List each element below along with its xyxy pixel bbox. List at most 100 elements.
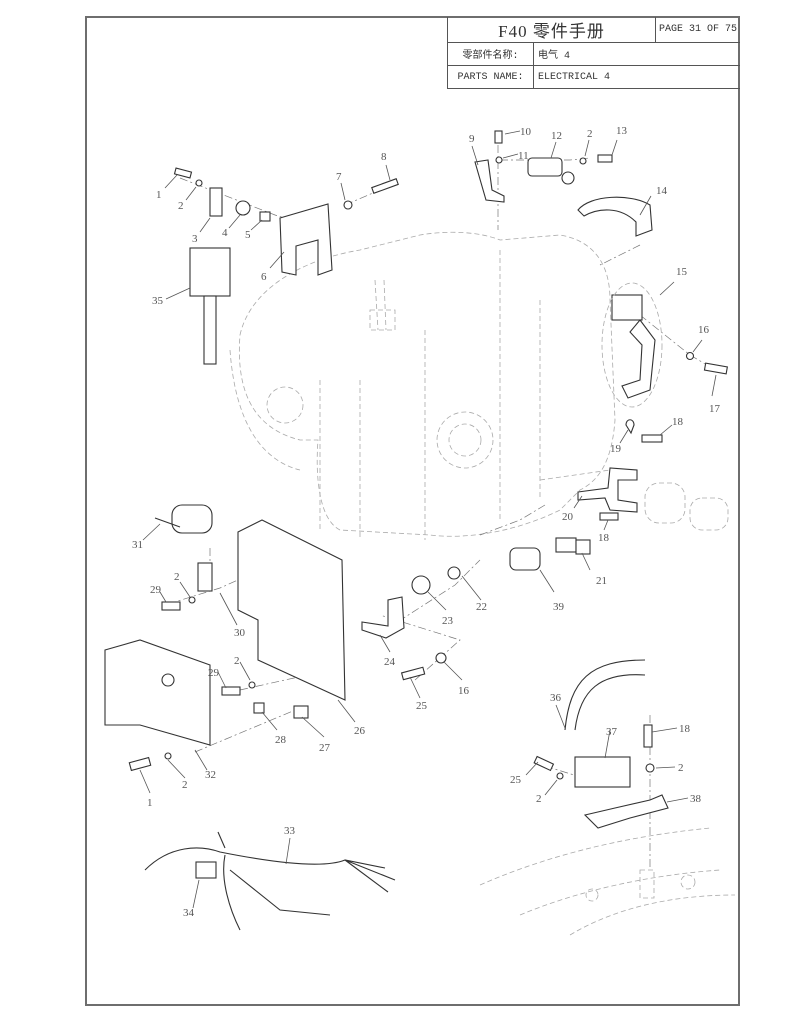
part-relay-35: [189, 247, 231, 365]
part-bolt-18c: [643, 724, 653, 748]
callout-35: 35: [152, 295, 164, 307]
callout-23: 23: [442, 615, 454, 627]
part-solenoid-31: [154, 504, 213, 534]
part-clip-30: [197, 562, 213, 592]
part-name-value-en: ELECTRICAL 4: [538, 71, 611, 83]
part-clamp-19: [625, 419, 635, 435]
part-wire-36: [564, 659, 646, 731]
part-washer-11: [495, 156, 503, 164]
callout-16: 16: [698, 324, 710, 336]
callout-25: 25: [510, 774, 522, 786]
callout-14: 14: [656, 185, 668, 197]
part-washer-16a: [685, 351, 695, 361]
callout-37: 37: [606, 726, 618, 738]
part-name-label-cn: 零部件名称:: [448, 43, 534, 65]
part-bolt-25a: [400, 666, 426, 681]
part-collar-5: [259, 211, 271, 222]
part-connector-27: [293, 705, 309, 719]
callout-22: 22: [476, 601, 487, 613]
callout-2: 2: [178, 200, 184, 212]
callout-12: 12: [551, 130, 562, 142]
part-bracket-14: [577, 196, 653, 237]
part-bolt-18b: [599, 512, 619, 521]
callout-5: 5: [245, 229, 251, 241]
callout-25: 25: [416, 700, 428, 712]
part-name-cn-row: 零部件名称: 电气 4: [448, 43, 740, 66]
part-name-label-en: PARTS NAME:: [448, 66, 534, 88]
callout-20: 20: [562, 511, 574, 523]
callout-28: 28: [275, 734, 287, 746]
part-grommet-4: [235, 200, 251, 216]
callout-4: 4: [222, 227, 228, 239]
callout-9: 9: [469, 133, 475, 145]
part-bracket-38: [583, 794, 669, 829]
callout-15: 15: [676, 266, 688, 278]
part-bolt-25b: [533, 755, 555, 772]
page-number: PAGE 31 OF 75: [658, 24, 737, 35]
callout-2: 2: [174, 571, 180, 583]
part-washer-2b: [579, 157, 587, 165]
part-spacer-28: [253, 702, 265, 714]
part-bolt-29b: [221, 686, 241, 696]
part-washer-2d: [248, 681, 256, 689]
callout-1: 1: [156, 189, 162, 201]
part-washer-2: [195, 179, 203, 187]
part-bracket-6: [279, 203, 333, 276]
callout-2: 2: [587, 128, 593, 140]
part-ignition-coil-15: [601, 282, 663, 408]
part-nut-7: [343, 200, 353, 210]
part-sender-39: [509, 547, 541, 571]
part-clip-3: [209, 187, 223, 217]
callout-30: 30: [234, 627, 246, 639]
callout-2: 2: [536, 793, 542, 805]
lower-mount-outline: [479, 827, 736, 936]
part-bolt-17: [703, 362, 728, 375]
part-ecu-32: [104, 639, 211, 746]
part-grommet-23: [411, 575, 431, 595]
callout-36: 36: [550, 692, 562, 704]
callout-13: 13: [616, 125, 628, 137]
part-bracket-24: [361, 596, 405, 639]
part-washer-2f: [645, 763, 655, 773]
callout-32: 32: [205, 769, 216, 781]
callout-8: 8: [381, 151, 387, 163]
callout-31: 31: [132, 539, 143, 551]
title-block: F40 零件手册 PAGE 31 OF 75 零部件名称: 电气 4 PARTS…: [447, 17, 740, 89]
callout-29: 29: [208, 667, 220, 679]
callout-18: 18: [679, 723, 691, 735]
callout-33: 33: [284, 825, 296, 837]
callout-2: 2: [678, 762, 684, 774]
leader-lines: [139, 130, 717, 909]
callout-34: 34: [183, 907, 195, 919]
part-connector-34: [195, 861, 217, 879]
part-sensor-12: [527, 157, 575, 185]
part-bolt-8: [371, 178, 399, 194]
part-bolt-10: [494, 130, 503, 144]
part-bolt-29a: [161, 601, 181, 611]
callout-21: 21: [596, 575, 607, 587]
part-washer-2c: [188, 596, 196, 604]
engine-block-outline: [229, 231, 616, 540]
part-bolt-1b: [128, 756, 152, 772]
callout-18: 18: [672, 416, 684, 428]
callout-3: 3: [192, 233, 198, 245]
callout-2: 2: [182, 779, 188, 791]
part-bracket-9: [474, 159, 505, 203]
part-name-en-row: PARTS NAME: ELECTRICAL 4: [448, 66, 740, 88]
part-washer-2g: [556, 772, 564, 780]
callout-19: 19: [610, 443, 622, 455]
callout-38: 38: [690, 793, 702, 805]
manual-title: F40 零件手册: [448, 17, 656, 42]
part-harness-33: [144, 831, 396, 931]
callout-29: 29: [150, 584, 162, 596]
callout-24: 24: [384, 656, 396, 668]
callout-11: 11: [518, 150, 529, 162]
callout-10: 10: [520, 126, 532, 138]
part-bolt-1: [173, 167, 193, 179]
part-washer-16b: [435, 652, 447, 664]
callout-16: 16: [458, 685, 470, 697]
callout-6: 6: [261, 271, 267, 283]
starter-motor-outline: [644, 482, 729, 531]
title-row: F40 零件手册 PAGE 31 OF 75: [448, 17, 740, 43]
